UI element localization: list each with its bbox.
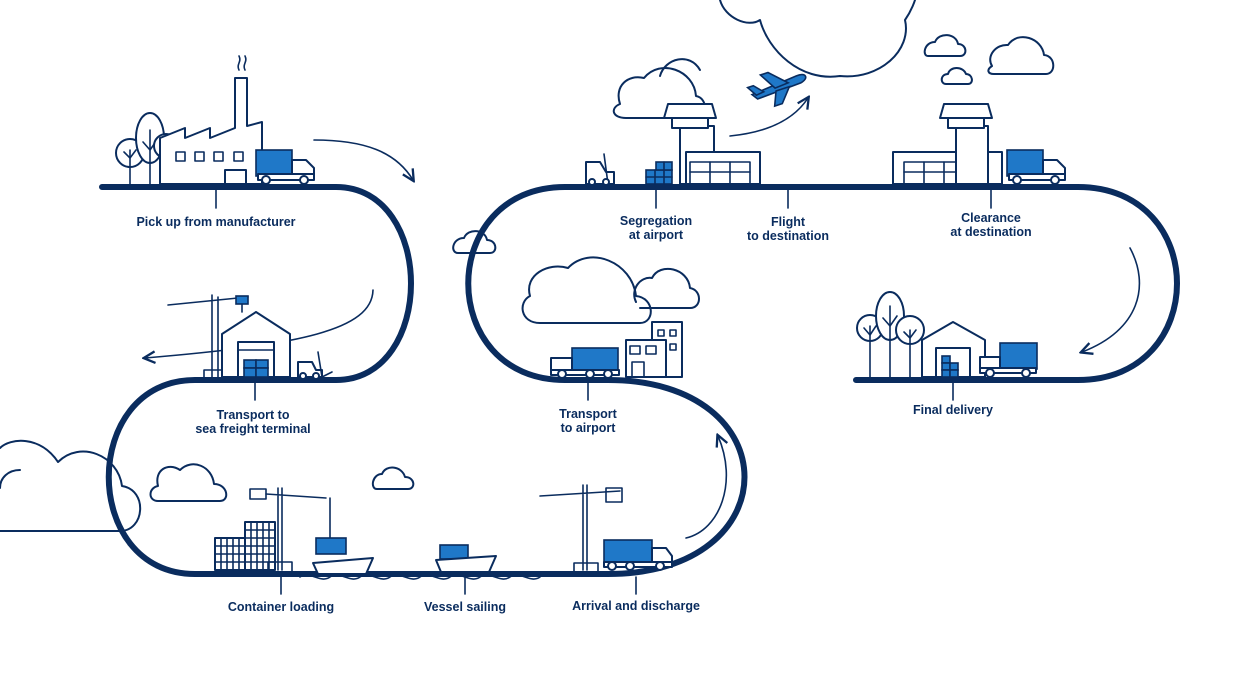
- flow-arrow: [1082, 247, 1141, 352]
- step-label-to-airport: Transport to airport: [559, 407, 617, 435]
- flow-arrow: [685, 436, 726, 539]
- city-truck-icon: [550, 321, 683, 379]
- cloud-icon: [940, 67, 973, 85]
- cargo-ship-icon: [299, 544, 541, 580]
- delivery-truck-icon: [856, 291, 1038, 378]
- flow-arrow: [313, 139, 413, 180]
- step-label-arrival: Arrival and discharge: [572, 599, 700, 613]
- step-label-final-delivery: Final delivery: [913, 403, 993, 417]
- factory-icon: [115, 55, 315, 185]
- cloud-icon: [452, 230, 497, 254]
- step-label-pickup: Pick up from manufacturer: [136, 215, 296, 229]
- step-label-container-loading: Container loading: [227, 600, 335, 614]
- step-label-sea-terminal: Transport to sea freight terminal: [195, 408, 311, 436]
- flow-arrow: [729, 98, 808, 137]
- airport-tower-icon: [585, 103, 761, 186]
- airplane-icon: [746, 71, 807, 108]
- container-truck-icon: [539, 484, 673, 574]
- cloud-icon: [923, 34, 967, 57]
- cloud-icon: [521, 256, 700, 324]
- step-label-segregation: Segregation at airport: [619, 214, 693, 242]
- cloud-icon: [371, 466, 415, 490]
- warehouse-icon: [167, 294, 333, 380]
- airport-tower-icon: [892, 103, 1066, 185]
- cloud-icon: [719, 0, 916, 78]
- route-path: [99, 184, 1180, 577]
- flow-arrow: [145, 289, 374, 358]
- step-label-clearance: Clearance at destination: [950, 211, 1032, 239]
- step-label-vessel-sailing: Vessel sailing: [424, 600, 506, 614]
- step-label-flight: Flight to destination: [747, 215, 829, 243]
- cloud-icon: [149, 463, 228, 502]
- step-tick-marks: [215, 189, 992, 595]
- cloud-icon: [0, 439, 142, 532]
- cloud-icon: [987, 36, 1055, 75]
- port-crane-icon: [214, 487, 374, 575]
